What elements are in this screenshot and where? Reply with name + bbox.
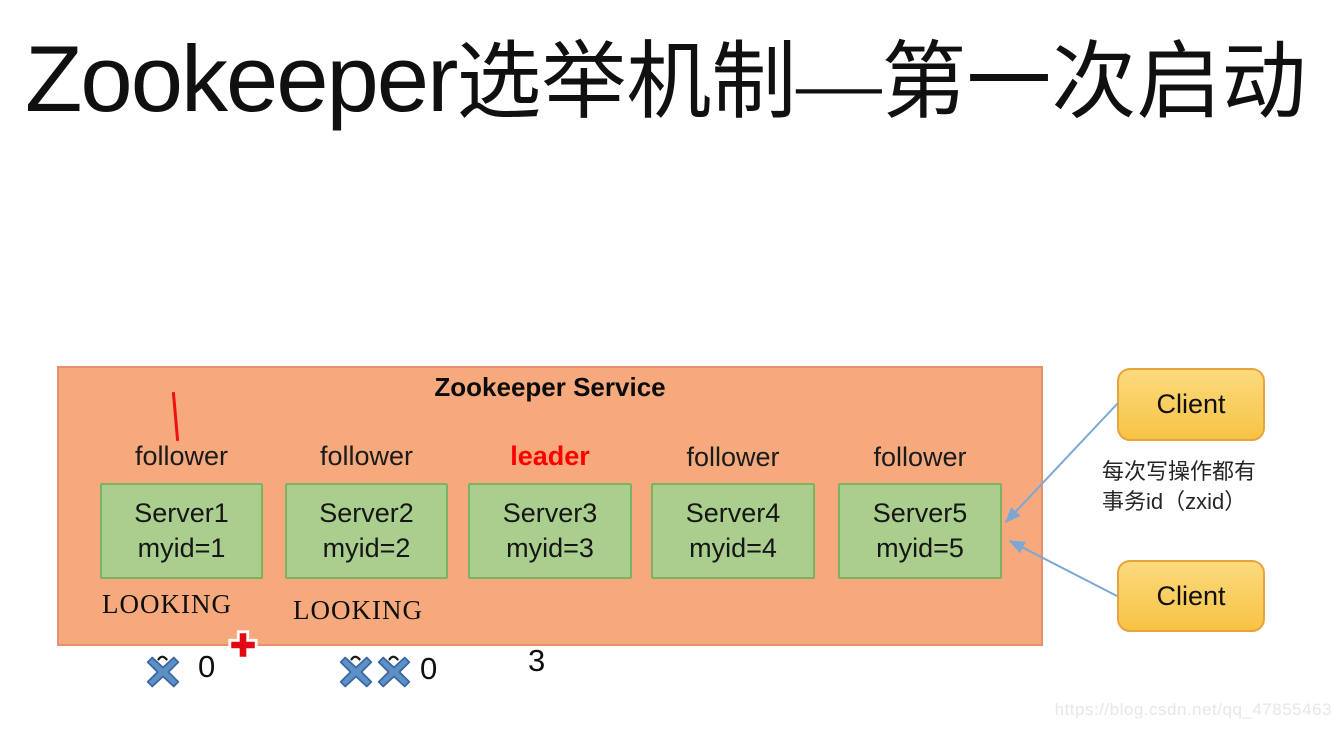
zxid-note-line1: 每次写操作都有: [1102, 459, 1257, 484]
page-title-latin: Zookeeper: [25, 26, 458, 131]
server3-name: Server3: [502, 497, 598, 528]
server5-box: Server5 myid=5: [838, 483, 1002, 579]
role-label-server5: follower: [873, 442, 967, 472]
server5-myid: myid=5: [876, 533, 964, 563]
vote-count-server2: 0: [420, 651, 438, 686]
page-title-cjk: 选举机制—第一次启动: [456, 36, 1307, 130]
client-top-label: Client: [1156, 389, 1226, 419]
vote-count-server3: 3: [528, 643, 546, 678]
service-box-title: Zookeeper Service: [434, 372, 666, 402]
page-title: Zookeeper选举机制—第一次启动: [25, 26, 1335, 131]
vote-count-server1: 0: [198, 649, 216, 684]
role-label-server4: follower: [686, 442, 780, 472]
server2-state-looking: LOOKING: [293, 595, 423, 625]
server2-name: Server2: [319, 497, 414, 528]
client-box-top: Client: [1117, 368, 1265, 441]
server4-box: Server4 myid=4: [651, 483, 815, 579]
server1-myid: myid=1: [137, 533, 226, 563]
server1-name: Server1: [134, 497, 229, 528]
role-label-server2: follower: [319, 441, 414, 471]
red-plus-cursor-icon: [228, 630, 258, 660]
zxid-note: 每次写操作都有 事务id（zxid）: [1102, 457, 1317, 518]
vote-x-icon: [146, 655, 180, 688]
server3-myid: myid=3: [506, 533, 594, 563]
vote-x-icon: [377, 655, 411, 688]
server1-state-looking: LOOKING: [102, 589, 232, 619]
server1-box: Server1 myid=1: [100, 483, 263, 579]
watermark-url: https://blog.csdn.net/qq_47855463: [1054, 700, 1332, 719]
zxid-note-line2: 事务id（zxid）: [1102, 489, 1247, 515]
server2-box: Server2 myid=2: [285, 483, 448, 579]
server5-name: Server5: [872, 497, 968, 528]
client-box-bottom: Client: [1117, 560, 1265, 632]
server4-myid: myid=4: [689, 533, 777, 563]
server2-myid: myid=2: [322, 533, 411, 563]
client-bottom-label: Client: [1156, 580, 1226, 611]
role-label-server1: follower: [134, 441, 229, 471]
server3-box: Server3 myid=3: [468, 483, 632, 579]
role-label-server3-leader: leader: [510, 441, 590, 471]
vote-x-icon: [339, 655, 373, 688]
server4-name: Server4: [685, 497, 781, 528]
